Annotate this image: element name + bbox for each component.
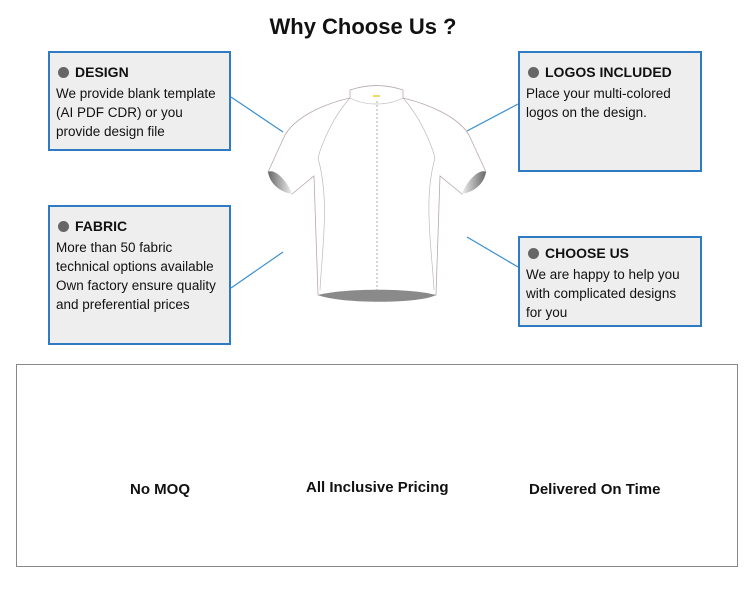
- fabric-box: FABRIC More than 50 fabric technical opt…: [48, 205, 231, 345]
- design-text-line: (AI PDF CDR) or you: [56, 105, 183, 120]
- choose-us-box: CHOOSE US We are happy to help you with …: [518, 236, 702, 327]
- logos-text-line: Place your multi-colored: [526, 86, 671, 101]
- choose-text-line: We are happy to help you: [526, 267, 680, 282]
- fabric-text-line: technical options available: [56, 259, 214, 274]
- fabric-text-line: More than 50 fabric: [56, 240, 173, 255]
- bullet-icon: [528, 248, 539, 259]
- choose-heading: CHOOSE US: [545, 245, 630, 261]
- choose-text-line: with complicated designs: [526, 286, 677, 301]
- fabric-text-line: Own factory ensure quality: [56, 278, 216, 293]
- bullet-icon: [58, 221, 69, 232]
- feature-pricing: All Inclusive Pricing: [306, 479, 449, 496]
- design-heading: DESIGN: [75, 64, 129, 80]
- bullet-icon: [58, 67, 69, 78]
- feature-delivery: Delivered On Time: [529, 481, 661, 498]
- features-panel: No MOQ All Inclusive Pricing Delivered O…: [16, 364, 738, 567]
- feature-no-moq: No MOQ: [130, 481, 190, 498]
- logos-text-line: logos on the design.: [526, 105, 647, 120]
- design-text-line: We provide blank template: [56, 86, 216, 101]
- fabric-heading: FABRIC: [75, 218, 128, 234]
- choose-text-line: for you: [526, 305, 568, 320]
- fabric-text-line: and preferential prices: [56, 297, 190, 312]
- page-title: Why Choose Us ?: [269, 14, 457, 39]
- logos-heading: LOGOS INCLUDED: [545, 64, 672, 80]
- design-box: DESIGN We provide blank template (AI PDF…: [48, 51, 231, 151]
- logos-box: LOGOS INCLUDED Place your multi-colored …: [518, 51, 702, 172]
- bullet-icon: [528, 67, 539, 78]
- design-text-line: provide design file: [56, 124, 165, 139]
